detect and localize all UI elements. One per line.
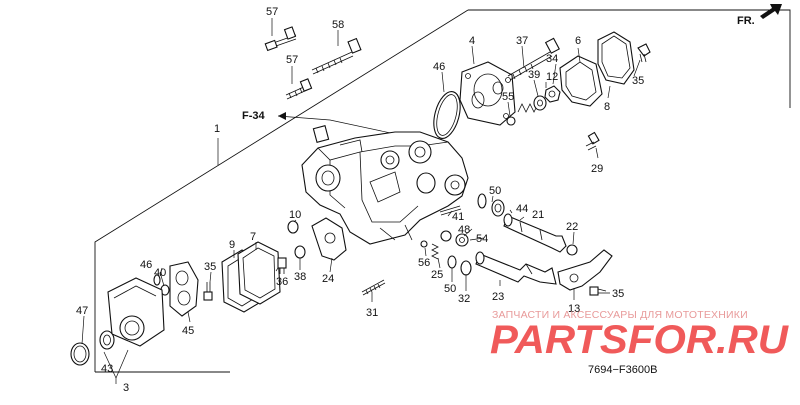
part-number: 10	[289, 209, 301, 221]
reference-arrow-icon	[278, 112, 286, 120]
gasket-8	[597, 31, 635, 85]
cover-6	[559, 55, 603, 107]
part-number: 25	[431, 269, 443, 281]
part-number: 23	[492, 291, 504, 303]
arrow-icon	[760, 4, 782, 19]
seal-43	[99, 330, 115, 350]
part-number: 9	[229, 239, 235, 251]
seal-50-top	[477, 193, 505, 217]
part-number: 55	[502, 91, 514, 103]
spacer-32	[460, 260, 472, 276]
bolt-37	[507, 37, 560, 81]
part-number: 57	[286, 54, 298, 66]
pin-31	[361, 279, 386, 296]
shaft-21	[503, 213, 567, 253]
part-number: 3	[123, 382, 129, 394]
part-number: 1	[214, 123, 220, 135]
part-number: 54	[476, 233, 488, 245]
part-number: 44	[516, 203, 528, 215]
part-number: 12	[546, 71, 558, 83]
gasket-7	[237, 241, 281, 305]
plug-36	[277, 257, 287, 274]
part-number: 37	[516, 35, 528, 47]
spring-12	[517, 103, 539, 113]
part-number: 32	[458, 293, 470, 305]
ball-55	[506, 116, 516, 126]
part-number: 56	[418, 257, 430, 269]
nut-34	[544, 85, 561, 103]
part-number: 7	[250, 231, 256, 243]
part-number: 4	[469, 35, 475, 47]
part-number: 29	[591, 163, 603, 175]
bolt-58	[311, 37, 362, 75]
part-number: 46	[433, 61, 445, 73]
part-number: 57	[266, 6, 278, 18]
bolt-57-top	[264, 26, 297, 52]
bracket-24	[311, 217, 347, 261]
diagram-code: 7694−F3600B	[588, 364, 657, 376]
part-number: 36	[276, 276, 288, 288]
lever-13	[557, 249, 613, 291]
part-number: 8	[604, 101, 610, 113]
assembly-frame	[94, 9, 791, 373]
plug-38	[294, 245, 306, 259]
part-number: 6	[575, 35, 581, 47]
direction-arrow: FR.	[737, 4, 782, 27]
main-housing	[301, 125, 469, 245]
reference-label: F-34	[242, 110, 266, 122]
bolt-35-right	[589, 286, 607, 296]
direction-label: FR.	[737, 15, 755, 27]
part-number: 58	[332, 19, 344, 31]
part-number: 22	[566, 221, 578, 233]
part-number: 46	[140, 259, 152, 271]
seal-39	[533, 95, 547, 111]
o-ring-47	[70, 342, 90, 366]
part-number: 41	[452, 211, 464, 223]
part-number: 24	[322, 273, 334, 285]
part-number: 45	[182, 325, 194, 337]
part-number: 47	[76, 305, 88, 317]
part-number: 21	[532, 209, 544, 221]
cap-10	[287, 220, 299, 234]
ball-56	[420, 240, 428, 248]
part-number: 43	[101, 363, 113, 375]
part-number: 50	[489, 185, 501, 197]
part-number: 48	[458, 224, 470, 236]
part-number: 39	[528, 69, 540, 81]
washer-22	[566, 244, 578, 256]
seal-54	[455, 233, 469, 247]
fork-shaft-23	[475, 251, 557, 285]
part-number: 38	[294, 271, 306, 283]
part-number: 34	[546, 53, 558, 65]
part-number: 50	[444, 283, 456, 295]
part-number: 13	[568, 303, 580, 315]
seal-48	[440, 230, 452, 242]
cover-3	[107, 277, 165, 347]
part-number: 31	[366, 307, 378, 319]
part-number: 35	[632, 75, 644, 87]
bolt-29	[585, 131, 600, 159]
part-number: 40	[154, 267, 166, 279]
spring-25	[431, 243, 439, 260]
watermark: ЗАПЧАСТИ И АКСЕССУАРЫ ДЛЯ МОТОТЕХНИКИ PA…	[490, 309, 789, 362]
pin-46-left	[153, 274, 161, 286]
bolt-35-left	[203, 282, 213, 301]
bolt-57-lower	[285, 78, 313, 100]
o-ring-46-top	[433, 91, 461, 139]
gasket-45	[169, 261, 199, 317]
watermark-caption: ЗАПЧАСТИ И АКСЕССУАРЫ ДЛЯ МОТОТЕХНИКИ	[492, 309, 748, 321]
part-number: 35	[204, 261, 216, 273]
part-number: 35	[612, 288, 624, 300]
bolt-35-top	[637, 43, 651, 63]
watermark-logo: PARTSFOR.RU	[490, 318, 789, 362]
seal-50-lower	[447, 255, 457, 269]
